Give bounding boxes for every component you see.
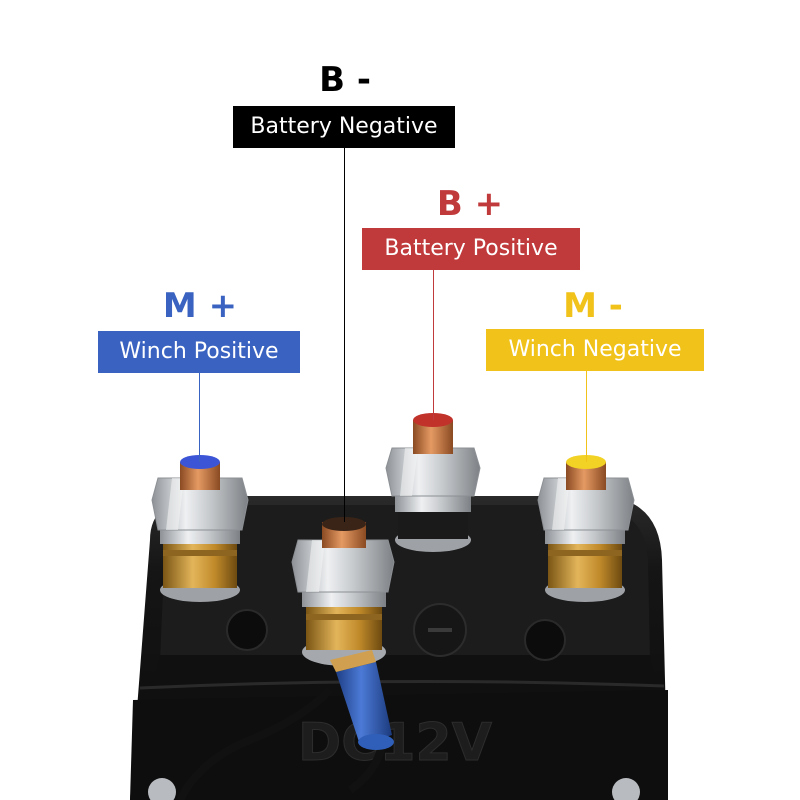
leader-b-minus bbox=[344, 148, 345, 522]
housing-marking: DC12V bbox=[298, 713, 492, 773]
leader-b-plus bbox=[433, 270, 434, 420]
label-symbol-b-minus: B - bbox=[319, 60, 371, 100]
label-tag-m-plus: Winch Positive bbox=[98, 331, 300, 373]
label-tag-b-minus: Battery Negative bbox=[233, 106, 455, 148]
label-tag-m-minus: Winch Negative bbox=[486, 329, 704, 371]
wire bbox=[176, 687, 333, 800]
ring-terminal-blue bbox=[330, 650, 394, 750]
terminal-m-plus bbox=[151, 455, 249, 602]
leader-m-minus bbox=[586, 371, 587, 462]
terminal-m-minus bbox=[537, 455, 635, 602]
label-tag-b-plus: Battery Positive bbox=[362, 228, 580, 270]
housing-recess bbox=[524, 619, 566, 661]
label-symbol-m-plus: M + bbox=[162, 286, 238, 326]
label-symbol-m-minus: M - bbox=[563, 286, 623, 326]
housing-recess bbox=[226, 609, 268, 651]
terminal-b-plus bbox=[385, 413, 481, 552]
terminal-b-minus bbox=[291, 517, 395, 666]
leader-m-plus bbox=[199, 373, 200, 462]
housing-top-face bbox=[160, 505, 650, 660]
label-symbol-b-plus: B + bbox=[436, 184, 504, 224]
